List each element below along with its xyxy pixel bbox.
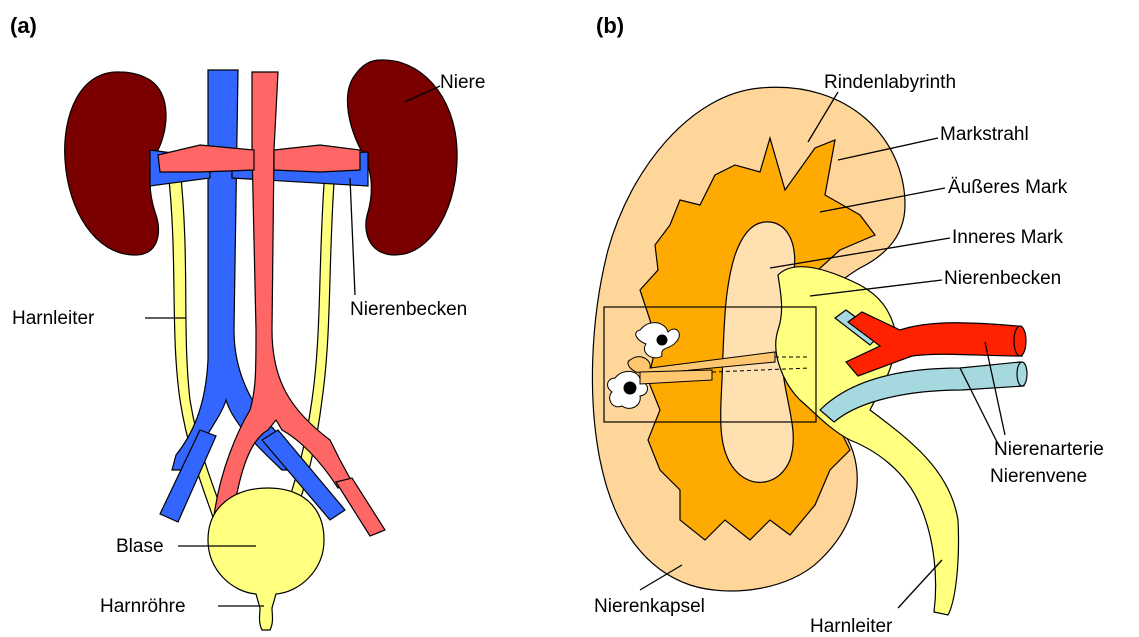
panel-b-illustration — [592, 87, 1027, 615]
right-iliac-artery — [336, 478, 385, 536]
label-harnleiter-b: Harnleiter — [810, 616, 893, 637]
label-harnleiter-a: Harnleiter — [12, 308, 95, 329]
label-inneres-mark: Inneres Mark — [952, 227, 1063, 248]
right-renal-artery — [274, 145, 360, 172]
label-harnroehre: Harnröhre — [100, 596, 186, 617]
renal-artery-end — [1014, 326, 1026, 356]
label-nierenkapsel: Nierenkapsel — [594, 596, 705, 617]
label-rindenlabyrinth: Rindenlabyrinth — [824, 72, 956, 93]
label-nierenarterie: Nierenarterie — [994, 439, 1104, 460]
panel-a-tag: (a) — [10, 13, 37, 38]
label-blase: Blase — [116, 536, 164, 557]
panel-b-tag: (b) — [596, 13, 624, 38]
bladder — [208, 488, 324, 630]
label-aeusseres-mark: Äußeres Mark — [948, 177, 1068, 198]
label-niere: Niere — [440, 72, 485, 93]
label-nierenvene: Nierenvene — [990, 466, 1087, 487]
left-renal-artery — [158, 145, 254, 172]
renal-vein-end — [1017, 362, 1027, 386]
label-markstrahl: Markstrahl — [940, 124, 1029, 145]
label-nierenbecken-a: Nierenbecken — [350, 299, 467, 320]
label-nierenbecken-b: Nierenbecken — [944, 268, 1061, 289]
